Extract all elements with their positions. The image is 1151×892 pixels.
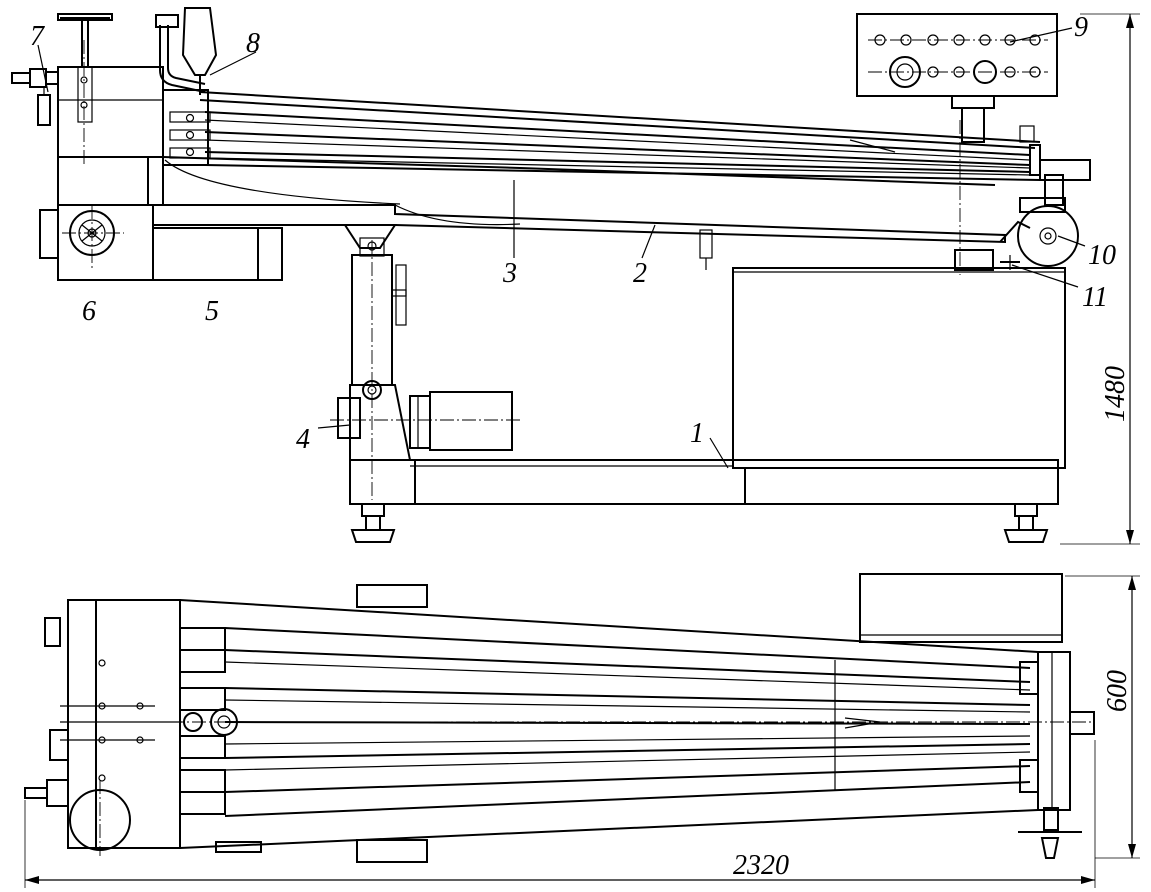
top-spindle-heads (179, 627, 238, 815)
leveling-feet (350, 503, 1049, 543)
drive-motor-box (152, 227, 283, 281)
dimension-length (24, 740, 1096, 888)
top-head-block (24, 599, 262, 856)
callout-3: 3 (502, 258, 517, 289)
top-end-assembly (1018, 651, 1095, 859)
gear-motor (330, 380, 520, 461)
callout-9: 9 (1074, 12, 1088, 43)
top-tapered-body (60, 599, 1095, 849)
panel-knobs-row2 (868, 56, 1048, 88)
callout-10: 10 (1088, 240, 1116, 271)
spindle-bundle (199, 91, 1091, 275)
end-pulley (954, 125, 1079, 271)
head-housing-upper (57, 40, 164, 165)
top-handwheel (57, 13, 113, 67)
top-motor-box (356, 584, 428, 863)
dimension-label-1480: 1480 (1100, 366, 1131, 422)
callout-8: 8 (246, 28, 260, 59)
dimension-width (1065, 575, 1140, 859)
control-panel (856, 13, 1058, 143)
spindle-heads (162, 89, 211, 166)
top-view: 600 2320 (24, 573, 1140, 888)
callout-6: 6 (82, 296, 96, 327)
dimension-label-600: 600 (1102, 670, 1133, 712)
callout-4: 4 (296, 424, 310, 455)
side-view: 7 8 9 10 11 6 5 3 2 4 1 1480 (11, 7, 1140, 545)
main-frame (152, 156, 1006, 244)
inlet-fitting (11, 68, 59, 126)
callout-2: 2 (633, 258, 647, 289)
dimension-height (1060, 13, 1140, 545)
callout-1: 1 (690, 418, 704, 449)
gear-housing (57, 204, 154, 281)
base-rail (349, 459, 1059, 505)
callout-11: 11 (1082, 282, 1108, 313)
callout-7: 7 (30, 21, 45, 52)
callout-5: 5 (205, 296, 219, 327)
support-column (343, 224, 713, 500)
dimension-label-2320: 2320 (733, 850, 789, 881)
top-cabinet (859, 573, 1063, 643)
leader-lines-side (37, 27, 1086, 469)
electrical-cabinet (732, 267, 1066, 469)
feed-hopper (155, 7, 218, 95)
